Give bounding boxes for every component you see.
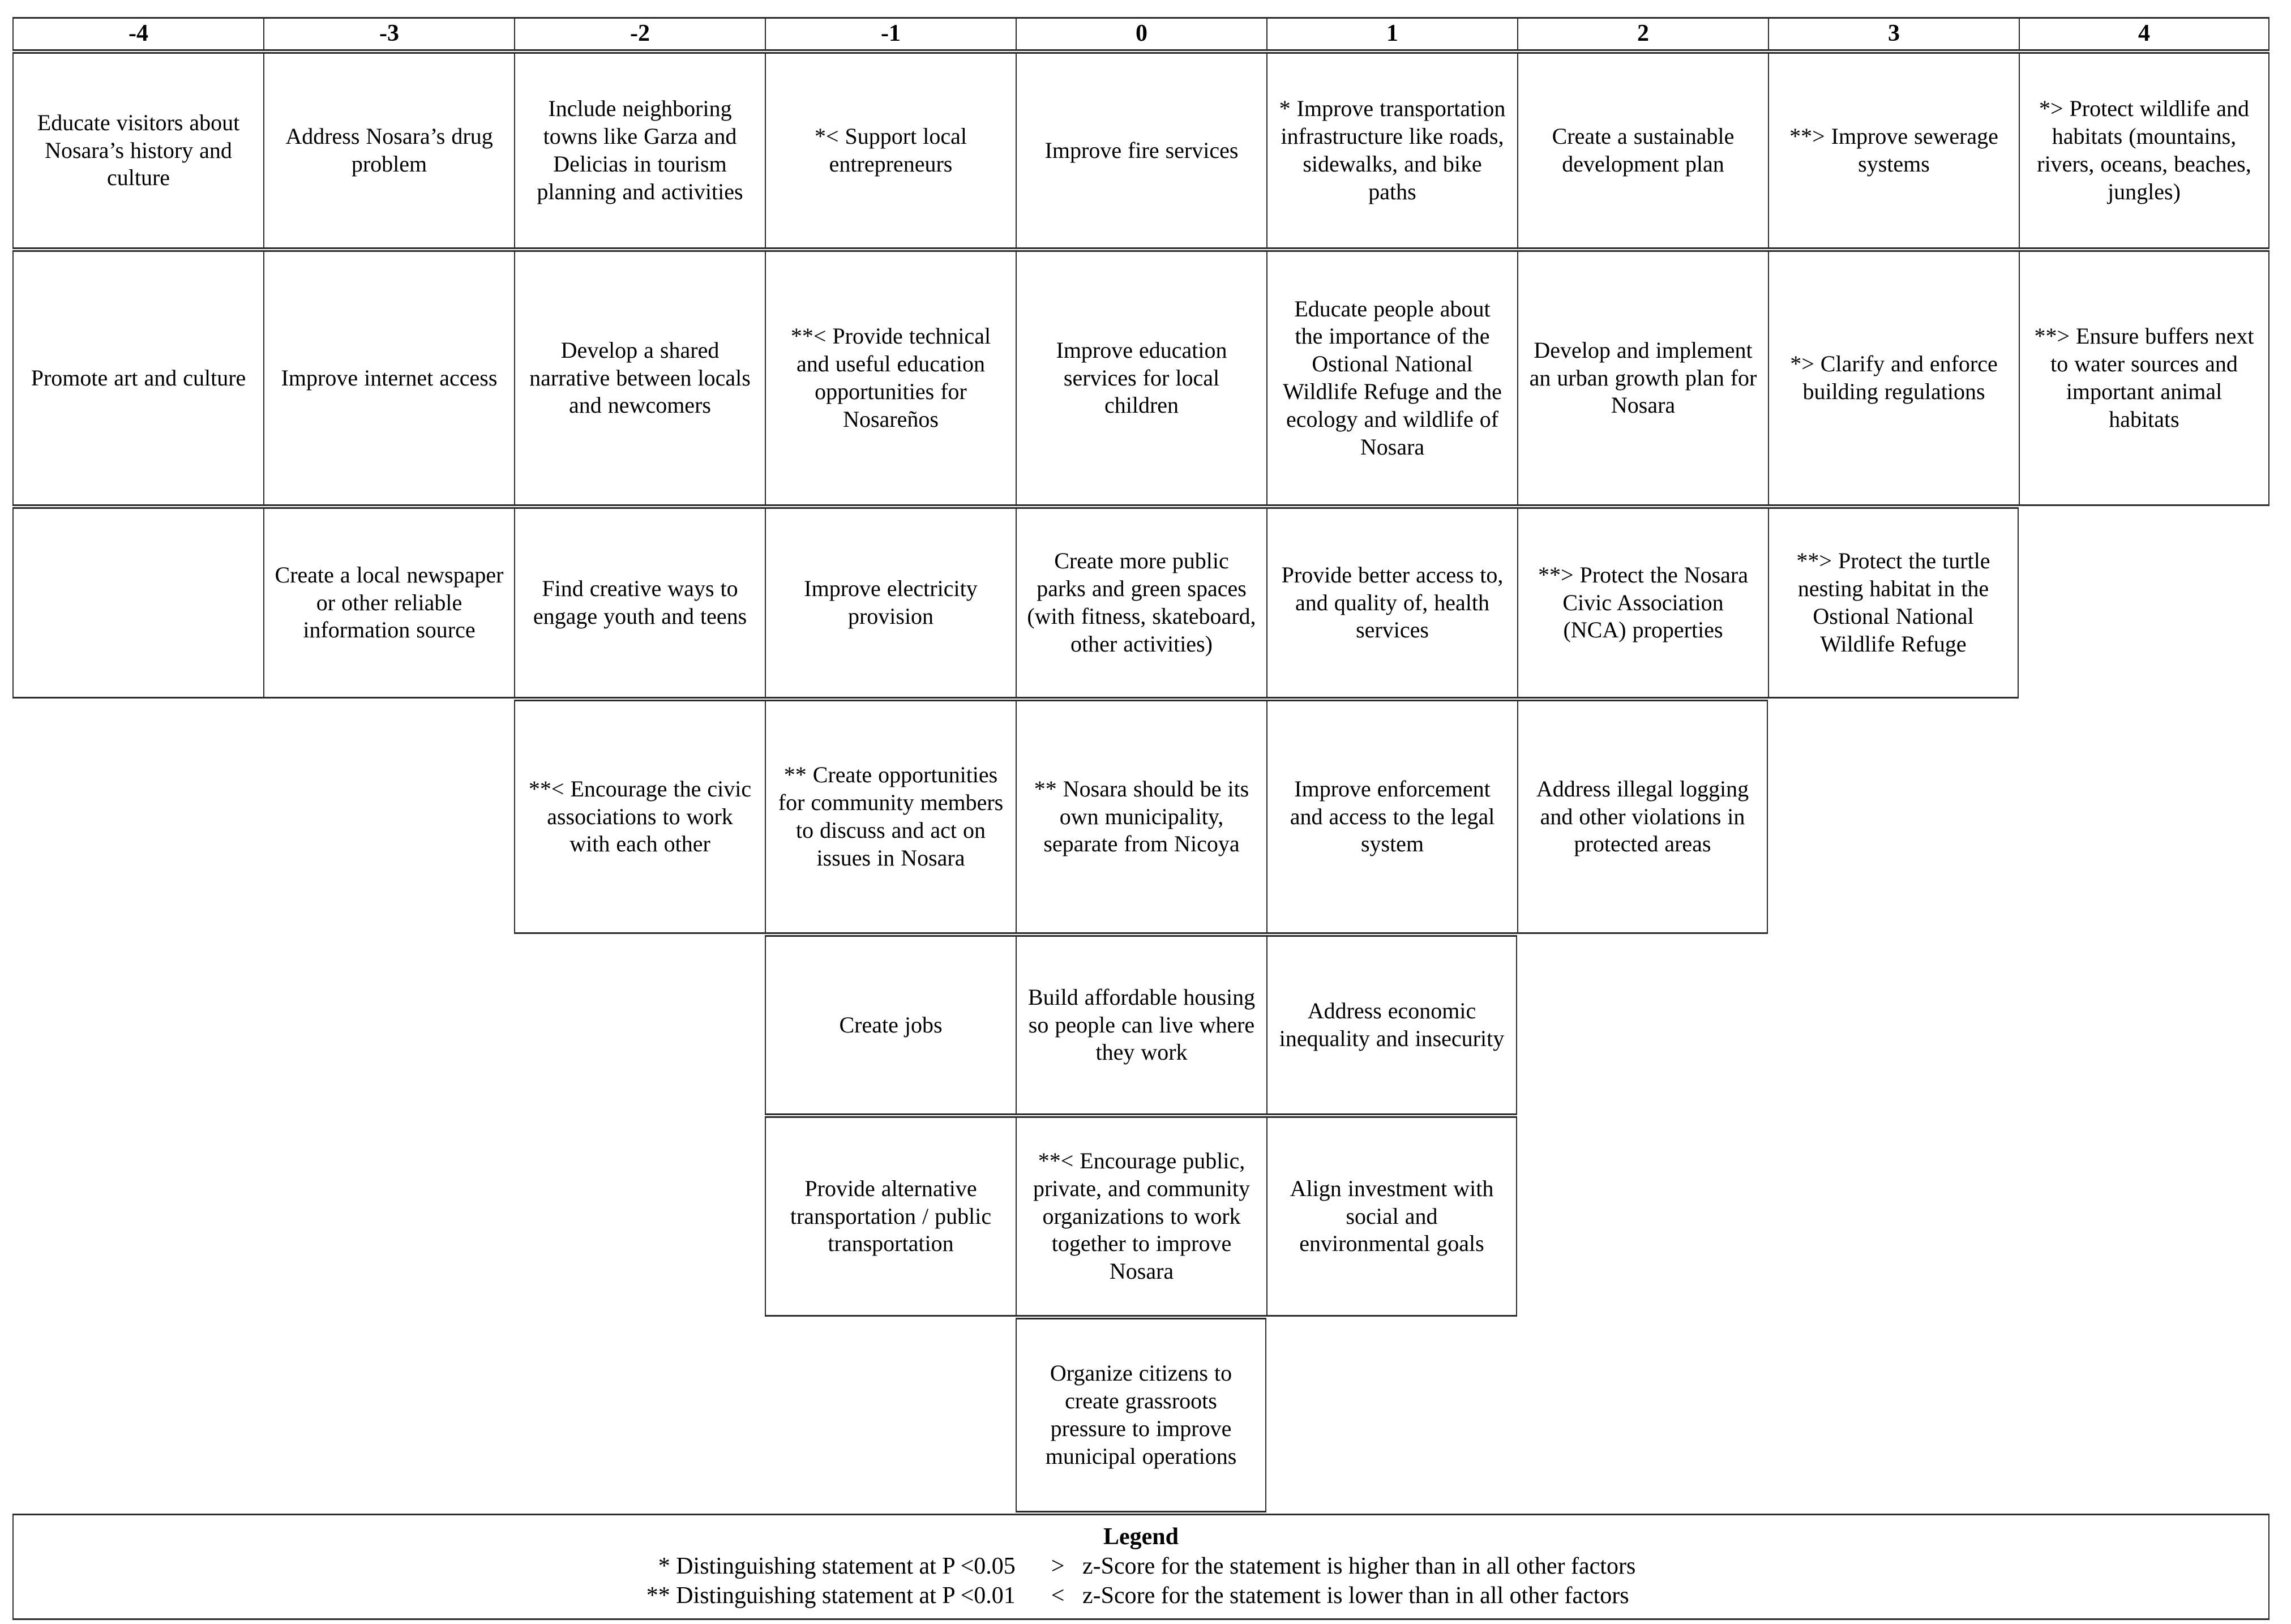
column-header-1: 1 [1266,19,1517,49]
statement-cell: Provide alternative transportation / pub… [765,1118,1016,1315]
statement-cell: **> Protect the Nosara Civic Association… [1517,509,1768,697]
statement-cell: Include neighboring towns like Garza and… [514,54,765,247]
statement-cell: * Improve transportation infrastructure … [1266,54,1517,247]
statement-row-1: Educate visitors about Nosara’s history … [12,52,2269,249]
statement-cell: **> Protect the turtle nesting habitat i… [1768,509,2019,697]
statement-cell: Create a sustainable development plan [1517,54,1768,247]
statement-cell: **> Ensure buffers next to water sources… [2019,252,2269,504]
statement-cell: **< Encourage public, private, and commu… [1016,1118,1266,1315]
statement-row-6: Provide alternative transportation / pub… [765,1116,1517,1317]
statement-cell: Educate visitors about Nosara’s history … [12,54,263,247]
legend-box: Legend * Distinguishing statement at P <… [12,1514,2269,1620]
legend-title: Legend [1103,1524,1179,1550]
statement-cell: Address Nosara’s drug problem [263,54,514,247]
statement-row-4: **< Encourage the civic associations to … [514,700,1768,934]
statement-cell: Provide better access to, and quality of… [1266,509,1517,697]
statement-cell: Align investment with social and environ… [1266,1118,1517,1315]
statement-cell: Improve enforcement and access to the le… [1266,701,1517,932]
statement-cell: *> Protect wildlife and habitats (mounta… [2019,54,2269,247]
column-header--2: -2 [514,19,765,49]
statement-row-7: Organize citizens to create grassroots p… [1016,1318,1266,1512]
legend-line-2: ** Distinguishing statement at P <0.01 <… [646,1583,1629,1609]
column-header-0: 0 [1016,19,1266,49]
statement-cell: Organize citizens to create grassroots p… [1016,1319,1266,1511]
legend-lines: * Distinguishing statement at P <0.05 > … [646,1552,1636,1611]
statement-cell: Improve fire services [1016,54,1266,247]
statement-cell: Find creative ways to engage youth and t… [514,509,765,697]
statement-cell: Promote art and culture [12,252,263,504]
statement-cell: Create a local newspaper or other reliab… [263,509,514,697]
statement-cell: Address illegal logging and other violat… [1517,701,1768,932]
column-header--4: -4 [12,19,263,49]
statement-cell: **< Encourage the civic associations to … [514,701,765,932]
statement-row-3: Create a local newspaper or other reliab… [12,507,2019,699]
statement-cell: Develop and implement an urban growth pl… [1517,252,1768,504]
statement-cell: Improve electricity provision [765,509,1016,697]
statement-cell: Create more public parks and green space… [1016,509,1266,697]
statement-cell: *< Support local entrepreneurs [765,54,1016,247]
statement-cell: ** Create opportunities for community me… [765,701,1016,932]
statement-cell: Create jobs [765,937,1016,1113]
statement-cell: Build affordable housing so people can l… [1016,937,1266,1113]
statement-cell: Address economic inequality and insecuri… [1266,937,1517,1113]
statement-cell: Develop a shared narrative between local… [514,252,765,504]
column-header-3: 3 [1768,19,2019,49]
column-header--3: -3 [263,19,514,49]
statement-cell: ** Nosara should be its own municipality… [1016,701,1266,932]
statement-cell [12,509,263,697]
column-header-4: 4 [2019,19,2269,49]
statement-cell: Educate people about the importance of t… [1266,252,1517,504]
statement-cell: Improve internet access [263,252,514,504]
statement-cell: Improve education services for local chi… [1016,252,1266,504]
column-header-2: 2 [1517,19,1768,49]
statement-cell: **> Improve sewerage systems [1768,54,2019,247]
column-header--1: -1 [765,19,1016,49]
legend-line-1: * Distinguishing statement at P <0.05 > … [646,1553,1636,1579]
statement-cell: *> Clarify and enforce building regulati… [1768,252,2019,504]
statement-cell: **< Provide technical and useful educati… [765,252,1016,504]
